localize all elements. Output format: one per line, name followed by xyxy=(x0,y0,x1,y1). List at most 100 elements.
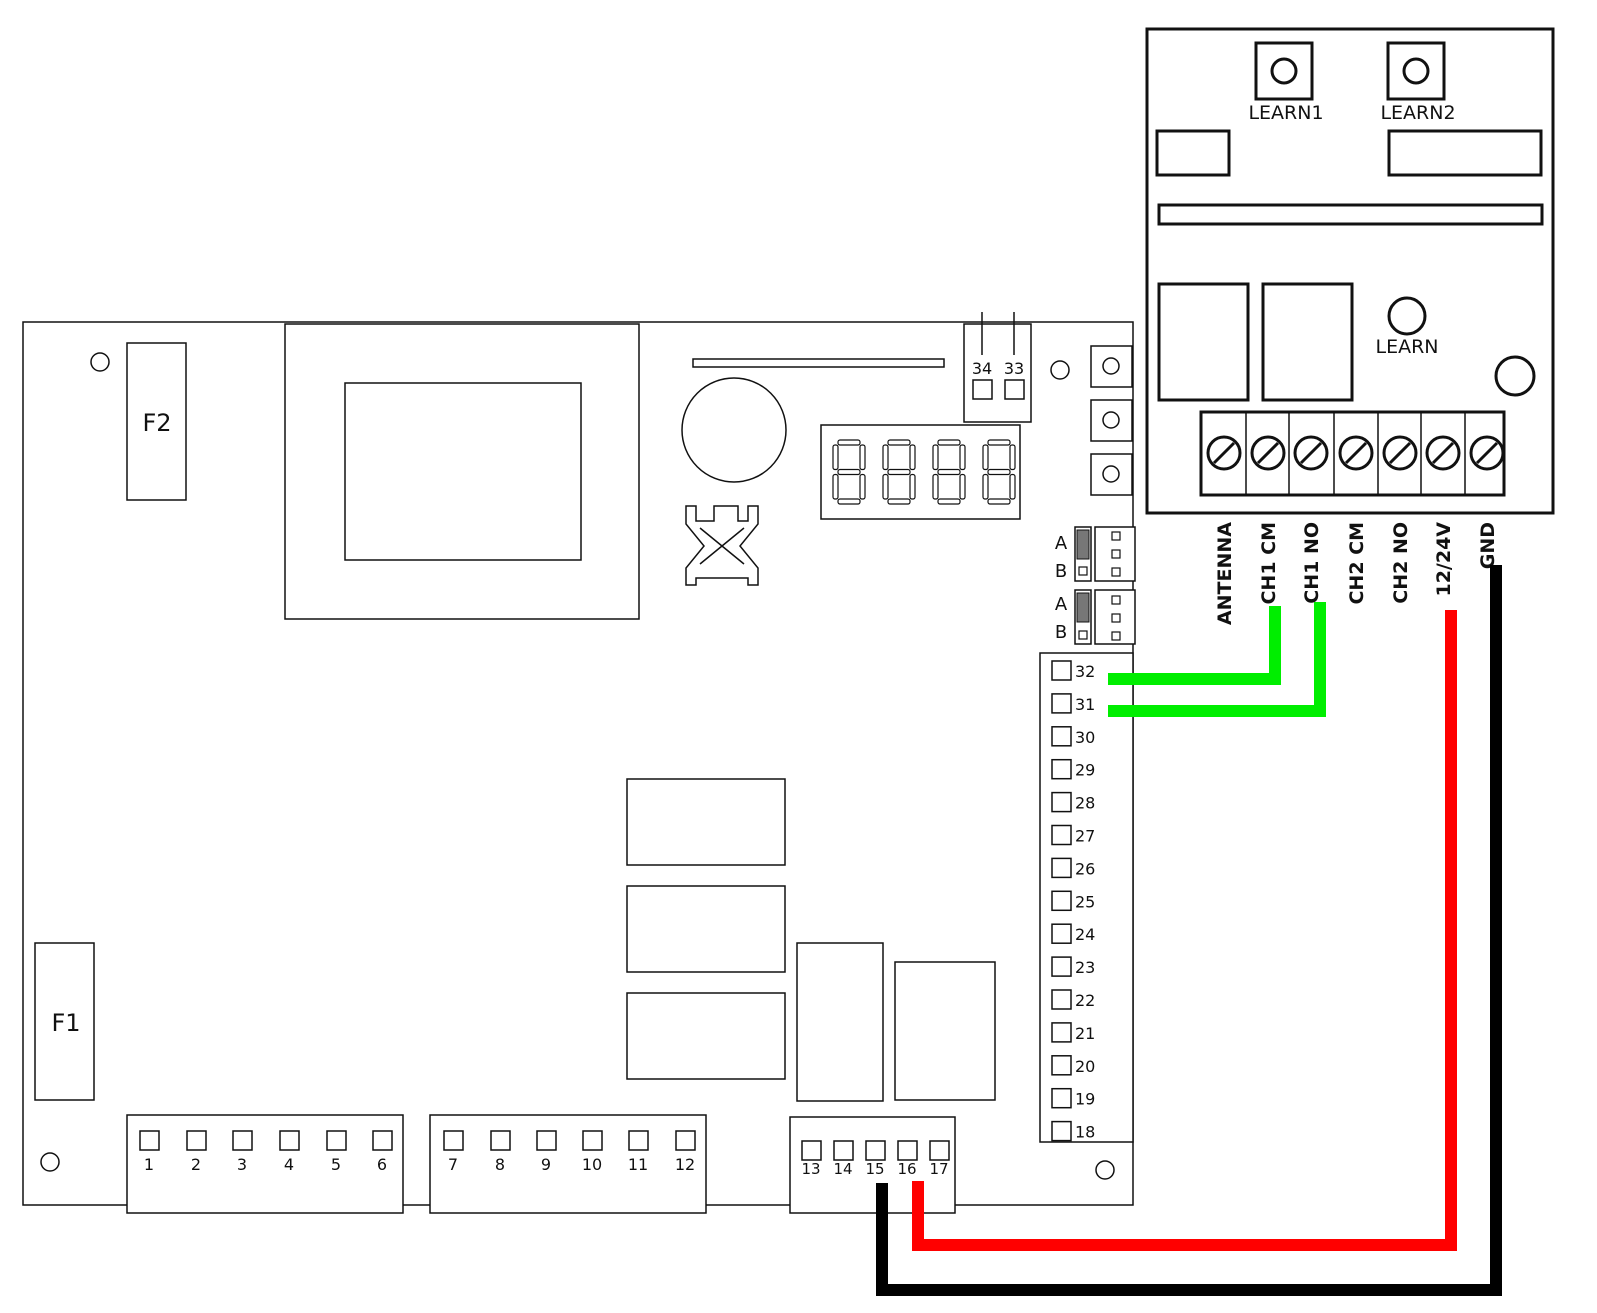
push-button xyxy=(1090,399,1133,442)
terminal-number: 22 xyxy=(1075,991,1095,1010)
display-segment xyxy=(987,439,1011,446)
terminal-pad xyxy=(1051,1120,1072,1142)
terminal-pad xyxy=(582,1130,603,1151)
terminal-pad xyxy=(1051,660,1072,681)
display-segment xyxy=(909,444,916,471)
terminal-pad xyxy=(326,1130,347,1151)
display-segment xyxy=(887,439,911,446)
terminal-33 xyxy=(1004,379,1025,400)
terminal-pad xyxy=(443,1130,464,1151)
fuse-f1 xyxy=(34,942,95,1101)
terminal-pad xyxy=(1051,890,1072,912)
fuse-f2-label: F2 xyxy=(142,409,171,437)
terminal-number: 2 xyxy=(191,1155,201,1174)
screw-terminal xyxy=(1469,435,1505,471)
screw-terminals xyxy=(1206,412,1505,495)
screw-terminal xyxy=(1250,435,1286,471)
terminal-number: 1 xyxy=(144,1155,154,1174)
screw-terminal xyxy=(1382,435,1418,471)
display-segment xyxy=(909,473,916,500)
side-terminal: 23 xyxy=(1051,956,1095,977)
display-segment xyxy=(887,498,911,505)
terminal-pad xyxy=(372,1130,393,1151)
terminal-number: 6 xyxy=(377,1155,387,1174)
display-digits xyxy=(832,439,1016,505)
side-terminal: 27 xyxy=(1051,824,1095,846)
display-segment xyxy=(937,439,961,446)
terminal-number: 28 xyxy=(1075,794,1095,813)
component-strip xyxy=(692,358,945,368)
terminal-label: 12/24V xyxy=(1433,522,1455,597)
terminal-number: 14 xyxy=(833,1160,852,1178)
learn1-button xyxy=(1254,41,1314,101)
wire-ch1-no-to-31 xyxy=(1108,602,1326,717)
terminal-pad xyxy=(628,1130,649,1151)
bottom-terminal: 14 xyxy=(833,1140,854,1178)
receiver-relay xyxy=(1157,282,1250,402)
side-terminal: 32 xyxy=(1051,660,1095,681)
terminal-number: 4 xyxy=(284,1155,294,1174)
terminal-number: 3 xyxy=(237,1155,247,1174)
terminal-block-top xyxy=(963,323,1032,423)
terminal-pad xyxy=(1051,857,1072,879)
bottom-terminal: 16 xyxy=(897,1140,918,1178)
display-segment xyxy=(859,473,866,500)
display-segment xyxy=(982,444,989,471)
terminal-number: 29 xyxy=(1075,761,1095,780)
receiver-relay xyxy=(1261,282,1354,402)
terminal-block-13-17 xyxy=(789,1116,956,1214)
terminal-label: CH1 NO xyxy=(1301,522,1323,604)
display-segment xyxy=(832,473,839,500)
terminal-pad xyxy=(1051,824,1072,846)
main-board: F2 F1 34 33 xyxy=(22,312,1136,1214)
display-segment xyxy=(1009,444,1016,471)
display-segment xyxy=(887,468,911,476)
display-segment xyxy=(837,468,861,476)
display-digit xyxy=(882,439,916,505)
receiver-component xyxy=(1155,129,1231,177)
receiver-component xyxy=(1387,129,1543,177)
side-terminal: 31 xyxy=(1051,693,1095,714)
relay xyxy=(626,992,786,1080)
terminal-pad xyxy=(1051,1087,1072,1109)
terminal-number: 30 xyxy=(1075,728,1095,747)
mounting-hole xyxy=(1095,1160,1115,1180)
terminal-pad xyxy=(929,1140,950,1161)
bottom-terminal: 8 xyxy=(490,1130,511,1174)
terminal-number: 23 xyxy=(1075,958,1095,977)
bottom-terminal: 4 xyxy=(279,1130,300,1174)
terminal-number: 16 xyxy=(897,1160,916,1178)
mounting-hole xyxy=(1050,360,1070,380)
bottom-terminal: 15 xyxy=(865,1140,886,1178)
terminal-pad xyxy=(139,1130,160,1151)
terminal-pad xyxy=(1051,989,1072,1010)
bottom-terminal: 10 xyxy=(582,1130,603,1174)
wire-ch1-cm-to-32 xyxy=(1108,606,1281,685)
display-digit xyxy=(832,439,866,505)
terminal-number: 19 xyxy=(1075,1090,1095,1109)
terminal-pad xyxy=(1051,956,1072,977)
terminal-number: 20 xyxy=(1075,1057,1095,1076)
screw-terminal xyxy=(1206,435,1242,471)
jumper-2-b-label: B xyxy=(1055,622,1067,643)
jumper-2: A B xyxy=(1055,589,1136,645)
terminal-pad xyxy=(536,1130,557,1151)
display-segment xyxy=(937,468,961,476)
bottom-terminal: 1 xyxy=(139,1130,160,1174)
display-segment xyxy=(832,444,839,471)
terminal-number: 25 xyxy=(1075,892,1095,911)
terminal-number: 17 xyxy=(929,1160,948,1178)
terminal-pad xyxy=(1051,1055,1072,1076)
terminal-number: 11 xyxy=(628,1155,648,1174)
fuse-f2 xyxy=(126,342,187,501)
buzzer xyxy=(681,377,787,483)
learn-label: LEARN xyxy=(1375,336,1438,358)
terminal-number: 10 xyxy=(582,1155,602,1174)
bottom-terminal: 2 xyxy=(186,1130,207,1174)
terminal-pad xyxy=(1051,1022,1072,1043)
terminal-number: 26 xyxy=(1075,859,1095,878)
terminal-number: 13 xyxy=(801,1160,820,1178)
screw-terminal xyxy=(1425,435,1461,471)
